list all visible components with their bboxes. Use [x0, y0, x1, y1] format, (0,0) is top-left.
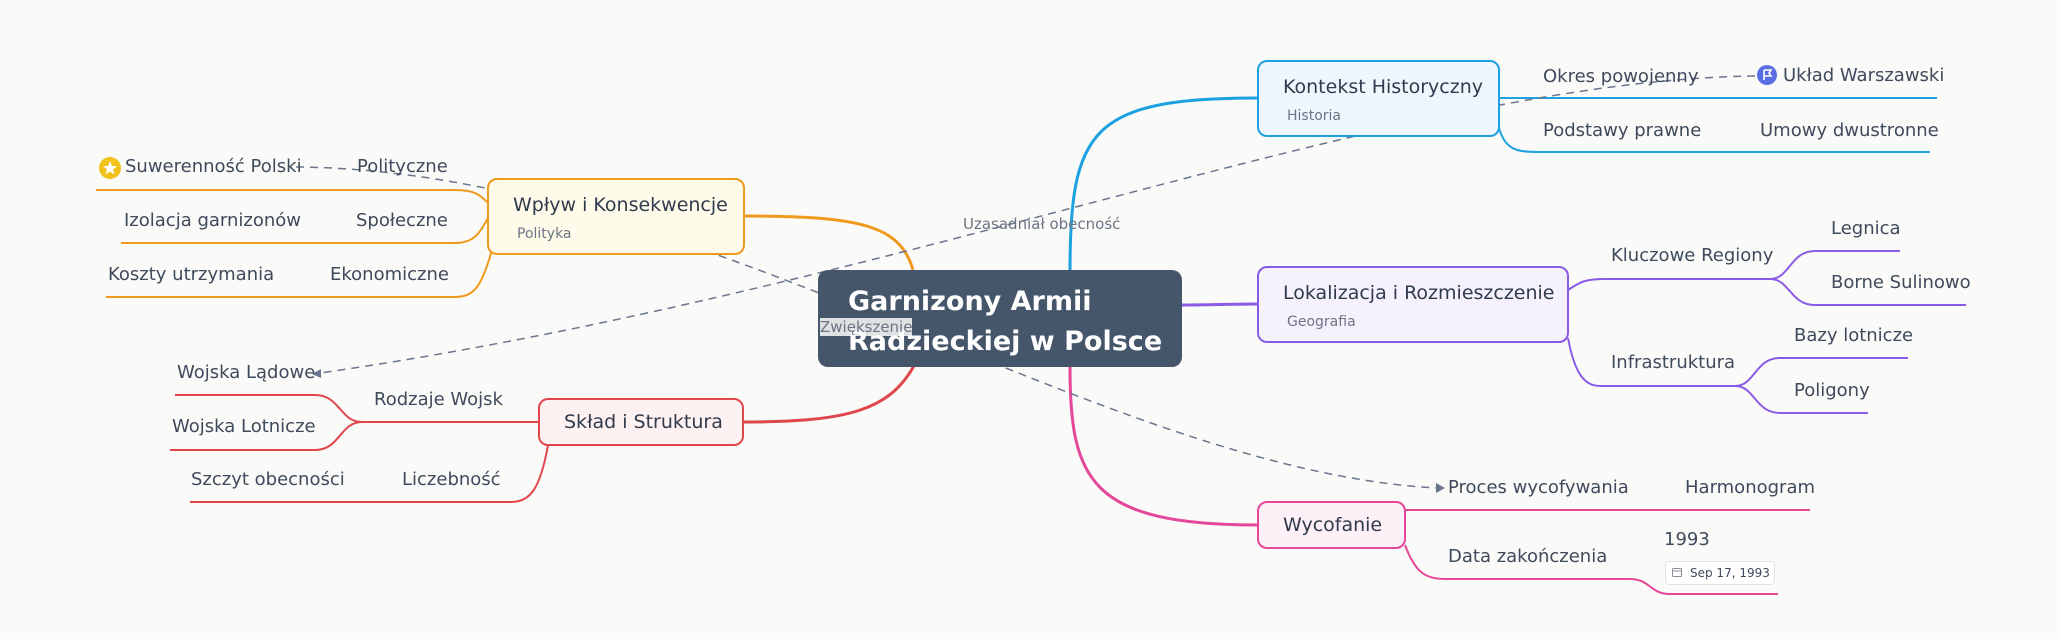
label-podstawy-prawne[interactable]: Podstawy prawne: [1543, 120, 1702, 141]
link-wplyw-ekonomiczne: [106, 249, 493, 298]
label-legnica[interactable]: Legnica: [1831, 218, 1901, 239]
label-infrastruktura[interactable]: Infrastruktura: [1611, 352, 1736, 373]
label-ekonomiczne[interactable]: Ekonomiczne: [330, 264, 449, 285]
label-bazy-lotnicze[interactable]: Bazy lotnicze: [1794, 325, 1914, 346]
label-1993[interactable]: 1993: [1664, 529, 1710, 550]
node-tag: Geografia: [1287, 314, 1356, 330]
calendar-icon: [1672, 568, 1682, 577]
label-rodzaje-wojsk[interactable]: Rodzaje Wojsk: [374, 389, 503, 410]
label-szczyt-obecnosci[interactable]: Szczyt obecności: [191, 469, 345, 490]
node-wycofanie[interactable]: Wycofanie: [1257, 501, 1406, 549]
link-rodzaje-lotnicze: [170, 421, 363, 451]
star-icon: [99, 157, 121, 179]
label-izolacja-garnizonow[interactable]: Izolacja garnizonów: [124, 210, 302, 231]
label-umowy-dwustronne[interactable]: Umowy dwustronne: [1760, 120, 1939, 141]
root-title: Garnizony Armii Radzieckiej w Polsce: [848, 286, 1163, 357]
link-root-wplyw: [743, 214, 915, 271]
node-title: Wpływ i Konsekwencje: [513, 194, 728, 216]
label-spoleczne[interactable]: Społeczne: [356, 210, 448, 231]
label-wojska-ladowe[interactable]: Wojska Lądowe: [177, 362, 316, 383]
link-wplyw-polityczne: [96, 189, 489, 204]
label-liczebnosc[interactable]: Liczebność: [402, 469, 501, 490]
node-title: Wycofanie: [1283, 514, 1383, 536]
node-wplyw-i-konsekwencje[interactable]: Wpływ i Konsekwencje Polityka: [487, 178, 745, 255]
flag-icon: [1757, 65, 1777, 85]
link-kontekst-podstawy: [1497, 124, 1930, 153]
label-poligony[interactable]: Poligony: [1794, 380, 1870, 401]
dashed-link-uzasadnial: [319, 75, 1756, 374]
cross-link-label-zwiekszenie: Zwiększenie: [820, 318, 913, 336]
link-root-wycofanie: [1068, 366, 1259, 527]
label-okres-powojenny[interactable]: Okres powojenny: [1543, 66, 1699, 87]
label-harmonogram[interactable]: Harmonogram: [1685, 477, 1816, 498]
node-kontekst-historyczny[interactable]: Kontekst Historyczny Historia: [1257, 60, 1500, 137]
link-root-kontekst: [1068, 96, 1259, 273]
arrowhead-uzasadnial: [312, 369, 321, 378]
label-proces-wycofywania[interactable]: Proces wycofywania: [1448, 477, 1629, 498]
link-wyc-data: [1404, 544, 1778, 595]
node-lokalizacja[interactable]: Lokalizacja i Rozmieszczenie Geografia: [1257, 266, 1569, 343]
link-root-lokalizacja: [1181, 302, 1259, 307]
link-lok-infra: [1567, 337, 1735, 387]
label-wojska-lotnicze[interactable]: Wojska Lotnicze: [172, 416, 316, 437]
label-suwerennosc-polski[interactable]: Suwerenność Polski: [125, 156, 302, 177]
node-title: Skład i Struktura: [564, 411, 723, 433]
label-borne-sulinowo[interactable]: Borne Sulinowo: [1831, 272, 1971, 293]
label-koszty-utrzymania[interactable]: Koszty utrzymania: [108, 264, 275, 285]
node-sklad-i-struktura[interactable]: Skład i Struktura: [538, 398, 744, 446]
link-regiony-borne: [1769, 278, 1966, 306]
node-title: Lokalizacja i Rozmieszczenie: [1283, 282, 1555, 304]
arrowhead-zwiekszenie: [1436, 483, 1445, 493]
node-tag: Polityka: [517, 226, 572, 242]
link-lok-regiony: [1567, 278, 1770, 291]
link-wplyw-spoleczne: [121, 217, 489, 244]
node-tag: Historia: [1287, 108, 1341, 124]
label-kluczowe-regiony[interactable]: Kluczowe Regiony: [1611, 245, 1774, 266]
link-root-sklad: [741, 363, 917, 424]
label-uklad-warszawski[interactable]: Układ Warszawski: [1783, 65, 1945, 86]
cross-link-label-uzasadnial: Uzasadniał obecność: [963, 215, 1121, 233]
link-rodzaje-ladowe: [175, 394, 363, 423]
link-infra-bazy: [1734, 357, 1908, 387]
root-node[interactable]: Garnizony Armii Radzieckiej w Polsce: [818, 270, 1182, 367]
label-data-zakonczenia[interactable]: Data zakończenia: [1448, 546, 1608, 567]
link-infra-poligony: [1734, 385, 1868, 414]
label-polityczne[interactable]: Polityczne: [357, 156, 448, 177]
date-chip: Sep 17, 1993: [1665, 561, 1775, 585]
node-title: Kontekst Historyczny: [1283, 76, 1484, 98]
link-regiony-legnica: [1769, 250, 1900, 280]
date-chip-text: Sep 17, 1993: [1690, 566, 1770, 580]
link-sklad-liczebnosc: [190, 444, 549, 503]
